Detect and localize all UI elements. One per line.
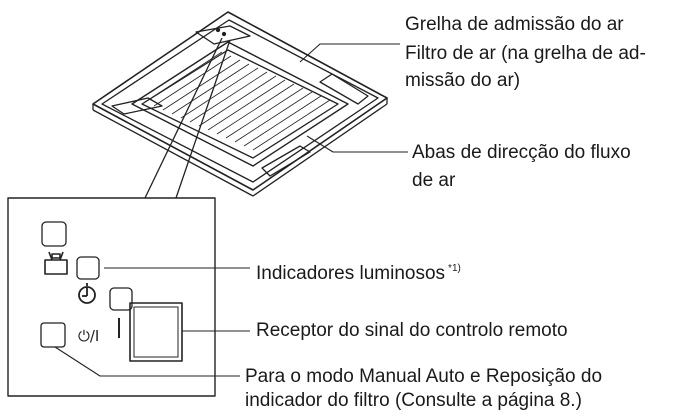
label-intake-grille: Grelha de admissão do ar [405, 14, 624, 35]
label-manual-2: indicador do filtro (Consulte a página 8… [245, 390, 582, 411]
label-indicators-note: *1) [448, 263, 461, 274]
cassette-unit [92, 11, 388, 197]
indicator-lamp-top [41, 221, 67, 247]
display-panel [7, 197, 216, 397]
timer-icon [78, 283, 96, 304]
label-air-filter-2: missão do ar) [405, 70, 521, 91]
label-air-filter-1: Filtro de ar (na grelha de ad- [405, 43, 646, 64]
label-indicators: Indicadores luminosos*1) [256, 256, 461, 286]
air-intake-grille [131, 41, 349, 167]
leader-lines [54, 43, 408, 377]
label-indicators-text: Indicadores luminosos [256, 263, 446, 284]
label-flaps-1: Abas de direcção do fluxo [412, 142, 631, 163]
label-receiver: Receptor do sinal do controlo remoto [256, 320, 568, 341]
indicator-lamp-timer [109, 287, 133, 311]
indicator-lamp-filter [76, 256, 100, 280]
signal-receiver [129, 302, 183, 362]
power-button-label: ⏻/Ι [78, 327, 99, 345]
manual-auto-button[interactable] [40, 322, 66, 348]
filter-icon [44, 251, 68, 275]
power-icon: ⏻/Ι [78, 327, 99, 345]
label-manual-1: Para o modo Manual Auto e Reposição do [245, 366, 603, 387]
zoom-callout [144, 37, 231, 199]
label-flaps-2: de ar [412, 170, 456, 191]
